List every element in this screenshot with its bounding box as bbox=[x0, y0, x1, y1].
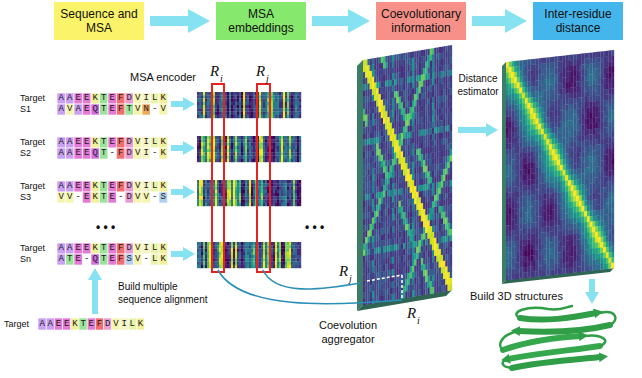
figure-canvas: TargetAAEEKTEFDVILKS1AVAEQTEFTVN-VTarget… bbox=[0, 0, 642, 378]
